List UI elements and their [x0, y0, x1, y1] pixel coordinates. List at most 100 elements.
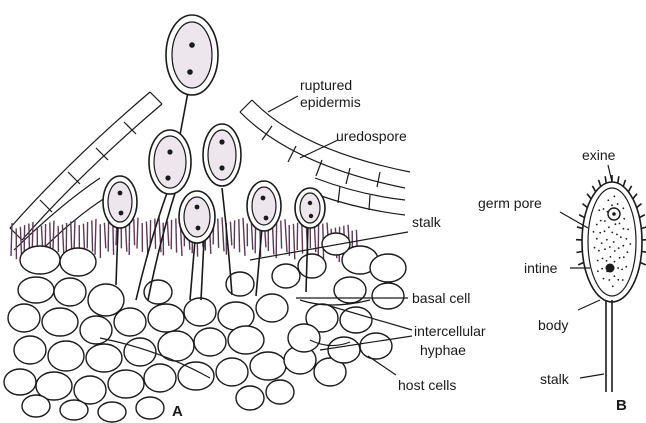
label-hyphae: hyphae	[420, 342, 466, 358]
cytoplasm-dot	[614, 196, 616, 198]
label-ruptured: ruptured	[300, 77, 352, 93]
label-host-cells: host cells	[398, 377, 456, 393]
hypha-strand	[285, 219, 287, 252]
cytoplasm-dot	[608, 279, 610, 281]
hypha-strand	[155, 219, 156, 249]
host-cell	[298, 254, 326, 278]
exine-spine	[633, 194, 637, 199]
hypha-strand	[74, 220, 75, 252]
uredospore-far-right	[295, 188, 325, 228]
exine-spine	[583, 204, 588, 208]
cytoplasm-dot	[627, 229, 629, 231]
cytoplasm-dot	[594, 247, 596, 249]
cytoplasm-dot	[603, 278, 605, 280]
cytoplasm-dot	[597, 260, 599, 262]
cytoplasm-dot	[619, 223, 621, 225]
host-cell	[228, 326, 264, 354]
cytoplasm-dot	[602, 258, 604, 260]
host-cell	[114, 308, 146, 336]
host-cell	[98, 402, 126, 422]
host-cell	[288, 324, 320, 352]
hypha-strand	[167, 221, 168, 246]
hypha-strand	[218, 219, 219, 248]
uredospores	[103, 15, 325, 243]
cytoplasm-dot	[600, 220, 602, 222]
panel-a-illustration: ruptured epidermis uredospore stalk basa…	[4, 15, 486, 422]
hypha-strand	[281, 220, 282, 248]
cytoplasm-dot	[603, 208, 605, 210]
exine-spine	[599, 180, 601, 186]
hypha-strand	[146, 222, 147, 256]
host-cell	[14, 336, 46, 364]
cytoplasm-dot	[613, 241, 615, 243]
exine-spine	[576, 251, 582, 252]
host-cell	[184, 298, 216, 326]
exine-spine	[618, 176, 619, 183]
hypha-strand	[92, 220, 93, 251]
cytoplasm-dot	[617, 279, 619, 281]
cytoplasm-dot	[609, 246, 611, 248]
host-cells-group	[4, 233, 406, 422]
cytoplasm-dot	[612, 285, 614, 287]
cytoplasm-dot	[619, 257, 621, 259]
hypha-strand	[11, 223, 12, 256]
cytoplasm-dot	[629, 243, 631, 245]
label-body: body	[538, 317, 568, 333]
cytoplasm-dot	[608, 226, 610, 228]
hypha-strand	[251, 222, 252, 250]
host-cell	[266, 380, 294, 404]
panel-label-b: B	[616, 397, 627, 414]
label-stalk-b: stalk	[540, 371, 570, 387]
label-epidermis: epidermis	[300, 94, 361, 110]
host-cell	[144, 364, 176, 392]
label-exine: exine	[582, 147, 616, 163]
cytoplasm-dot	[601, 268, 603, 270]
hypha-strand	[239, 219, 240, 252]
cytoplasm-dot	[625, 266, 627, 268]
cytoplasm-dot	[614, 250, 616, 252]
hypha-strand	[222, 217, 224, 251]
host-cell	[256, 294, 288, 322]
cytoplasm-dot	[596, 238, 598, 240]
host-cell	[74, 376, 106, 404]
cytoplasm-dot	[626, 238, 628, 240]
cytoplasm-dot	[627, 251, 629, 253]
label-intine: intine	[524, 260, 558, 276]
label-uredospore: uredospore	[336, 128, 407, 144]
cytoplasm-dot	[615, 223, 617, 225]
hypha-strand	[71, 221, 72, 248]
uredospore-right	[247, 181, 281, 231]
hypha-strand	[137, 218, 138, 249]
host-cell	[250, 352, 286, 380]
host-cell	[48, 341, 84, 371]
cytoplasm-dot	[610, 256, 612, 258]
label-stalk-a: stalk	[412, 214, 442, 230]
uredospore-center	[179, 191, 215, 243]
cytoplasm-dot	[623, 256, 625, 258]
exine-spine	[623, 180, 625, 186]
host-cell	[236, 386, 264, 410]
host-cell	[4, 369, 36, 395]
intine-wall	[588, 188, 636, 296]
cytoplasm-dot	[614, 261, 616, 263]
hypha-strand	[293, 224, 294, 260]
label-basal-cell: basal cell	[412, 290, 470, 306]
cytoplasm-dot	[622, 245, 624, 247]
host-cell	[322, 233, 350, 255]
hypha-strand	[134, 219, 135, 245]
cytoplasm-dot	[607, 199, 609, 201]
host-cell	[370, 254, 406, 282]
hypha-strand	[230, 222, 231, 246]
cytoplasm-dot	[611, 204, 613, 206]
cytoplasm-dot	[623, 207, 625, 209]
host-cell	[372, 283, 404, 309]
cytoplasm-dot	[598, 209, 600, 211]
host-cell	[60, 400, 88, 420]
cytoplasm-dot	[623, 228, 625, 230]
cytoplasm-dot	[623, 218, 625, 220]
exine-spine	[587, 194, 591, 199]
host-cell	[216, 358, 248, 386]
host-cell	[60, 248, 96, 276]
